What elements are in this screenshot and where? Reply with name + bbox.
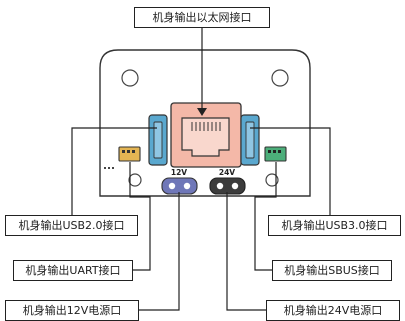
callout-usb20: 机身输出USB2.0接口 [5,215,138,236]
power-24v-port: 24V [209,168,246,195]
callout-24v-power: 机身输出24V电源口 [266,300,400,321]
vent-dots [104,167,114,169]
mount-hole-top-right [271,69,289,87]
sbus-connector [264,146,287,162]
callout-usb30: 机身输出USB3.0接口 [268,215,401,236]
callout-ethernet: 机身输出以太网接口 [134,7,270,28]
uart-connector [118,146,141,162]
callout-uart: 机身输出UART接口 [13,260,133,281]
mount-hole-top-left [121,69,139,87]
usb30-port [240,114,260,166]
callout-12v-power: 机身输出12V电源口 [5,300,139,321]
label-12v-mark: 12V [171,168,187,177]
callout-sbus: 机身输出SBUS接口 [272,260,392,281]
ethernet-port [170,102,242,168]
usb20-port [148,114,168,166]
leader-lines [71,28,331,311]
mount-hole-bottom-right [265,173,279,187]
label-24v-mark: 24V [219,168,235,177]
mount-hole-bottom-left [128,173,142,187]
ethernet-arrowhead [197,108,207,116]
